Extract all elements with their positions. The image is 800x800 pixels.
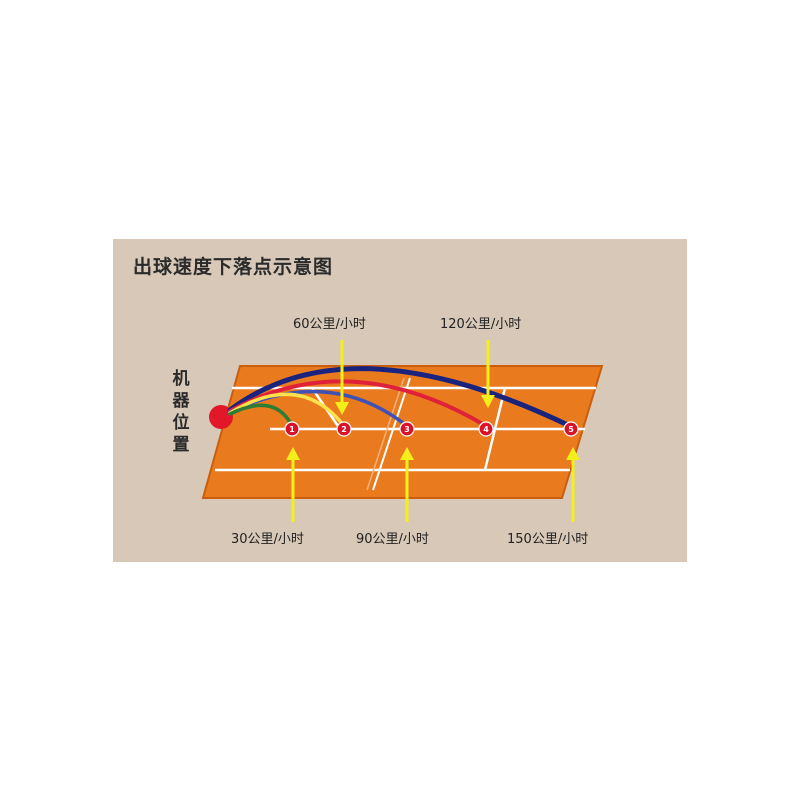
speed-label-90: 90公里/小时 <box>356 532 429 547</box>
machine-label-char: 置 <box>172 435 190 455</box>
landing-marker-5: 5 <box>563 421 579 437</box>
net-line <box>372 377 411 491</box>
speed-label-150: 150公里/小时 <box>507 532 589 547</box>
machine-label-char: 机 <box>172 369 190 389</box>
arrow-30-head <box>286 447 300 460</box>
arrow-150-head <box>566 447 580 460</box>
diagram-title: 出球速度下落点示意图 <box>133 256 334 278</box>
service-center-line-right <box>483 387 507 471</box>
marker-number: 3 <box>404 425 410 434</box>
speed-label-60: 60公里/小时 <box>293 317 366 332</box>
arrows <box>286 340 580 522</box>
landing-marker-3: 3 <box>399 421 415 437</box>
trajectory-30 <box>228 403 294 428</box>
arrow-90-head <box>400 447 414 460</box>
landing-marker-4: 4 <box>478 421 494 437</box>
speed-label-120: 120公里/小时 <box>440 317 522 332</box>
marker-number: 4 <box>483 425 489 434</box>
arrow-60-head <box>335 402 349 415</box>
machine-label-char: 位 <box>172 413 190 433</box>
machine-label-char: 器 <box>172 391 190 411</box>
landing-marker-2: 2 <box>336 421 352 437</box>
landing-marker-1: 1 <box>284 421 300 437</box>
marker-number: 1 <box>289 425 295 434</box>
trajectory-60 <box>228 392 346 428</box>
arrow-120-head <box>481 395 495 408</box>
net-line-shadow <box>366 377 405 491</box>
machine-position-label: 机 器 位 置 <box>169 368 193 456</box>
trajectory-150 <box>227 366 573 429</box>
ball-machine <box>209 405 233 429</box>
marker-number: 5 <box>568 425 574 434</box>
speed-label-30: 30公里/小时 <box>231 532 304 547</box>
marker-number: 2 <box>341 425 347 434</box>
court-lines <box>215 377 596 491</box>
